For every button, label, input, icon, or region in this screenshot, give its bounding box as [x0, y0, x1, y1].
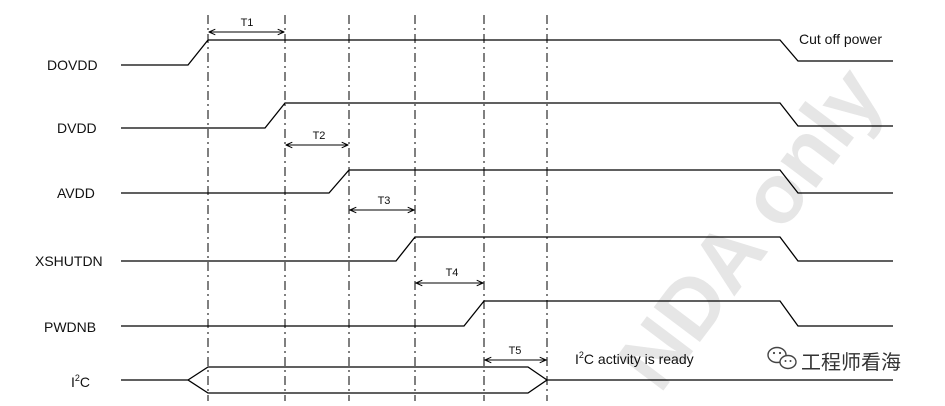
dvdd-waveform — [121, 102, 893, 129]
watermark-text: NDA only — [599, 50, 900, 401]
signal-label-i2c: I2C — [71, 373, 90, 390]
t5-label: T5 — [509, 345, 522, 357]
signal-label-avdd: AVDD — [57, 185, 95, 201]
avdd-waveform — [121, 169, 893, 194]
dovdd-waveform — [121, 39, 893, 66]
t1-label: T1 — [241, 17, 254, 29]
cut-off-power-note: Cut off power — [799, 31, 882, 47]
signal-label-pwdnb: PWDNB — [44, 319, 96, 335]
t3-label: T3 — [378, 195, 391, 207]
signal-label-dovdd: DOVDD — [47, 57, 98, 73]
xshutdn-waveform — [121, 236, 893, 262]
wechat-icon — [767, 346, 797, 370]
t2-label: T2 — [313, 130, 326, 142]
brand-badge: 工程师看海 — [767, 346, 901, 374]
timing-reference-lines — [207, 15, 548, 401]
i2c-waveform — [121, 366, 893, 394]
pwdnb-waveform — [121, 300, 893, 327]
i2c-superscript: 2 — [75, 373, 80, 383]
t4-label: T4 — [446, 267, 459, 279]
signal-label-xshutdn: XSHUTDN — [35, 253, 103, 269]
signal-label-dvdd: DVDD — [57, 120, 97, 136]
i2c-ready-note: I2C activity is ready — [575, 350, 694, 367]
brand-text: 工程师看海 — [801, 351, 901, 374]
